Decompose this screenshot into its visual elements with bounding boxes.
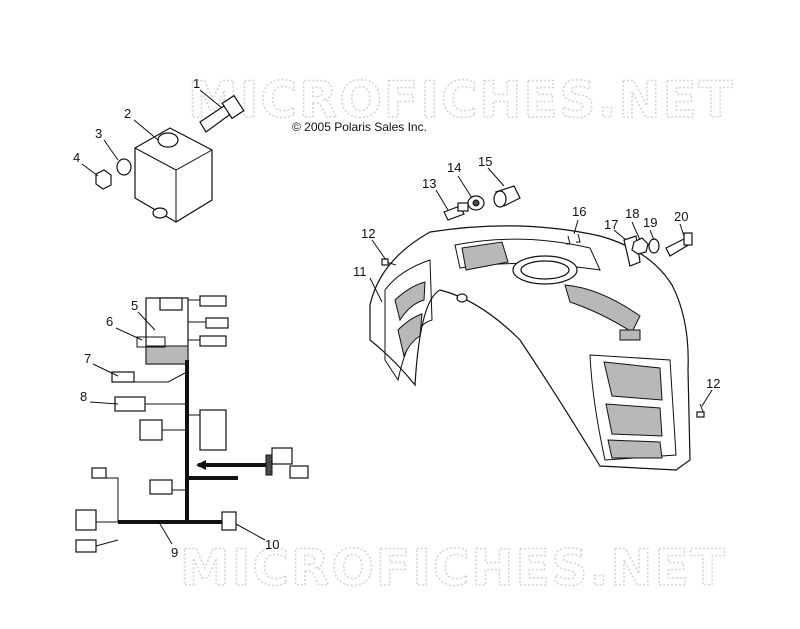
screw-part-right — [696, 403, 705, 418]
clip-part-16 — [566, 233, 581, 245]
callout-15: 15 — [478, 154, 492, 169]
callout-17: 17 — [604, 217, 618, 232]
callout-5: 5 — [131, 298, 138, 313]
nut-part — [95, 169, 112, 190]
leader-lines — [81, 89, 713, 545]
screw-part-20 — [665, 232, 693, 257]
callout-4: 4 — [73, 150, 80, 165]
nut-part-18 — [631, 237, 649, 255]
switch-part-13 — [443, 202, 469, 221]
callout-1: 1 — [193, 76, 200, 91]
callout-12-left: 12 — [361, 226, 375, 241]
callout-6: 6 — [106, 314, 113, 329]
dash-console-part — [369, 225, 691, 471]
copyright-text: © 2005 Polaris Sales Inc. — [292, 120, 427, 134]
callout-10: 10 — [265, 537, 279, 552]
callout-9: 9 — [171, 545, 178, 560]
bolt-part — [199, 94, 245, 133]
callout-labels: 1 2 3 4 5 6 7 8 9 10 11 12 12 13 14 15 1… — [73, 76, 720, 560]
watermark-bottom: MICROFICHES.NET — [180, 539, 727, 597]
wiring-harness-part — [75, 295, 309, 553]
callout-14: 14 — [447, 160, 461, 175]
nut-part-14 — [467, 195, 485, 211]
callout-8: 8 — [80, 389, 87, 404]
callout-2: 2 — [124, 106, 131, 121]
callout-16: 16 — [572, 204, 586, 219]
callout-11: 11 — [353, 264, 367, 279]
washer-part-19 — [648, 238, 660, 254]
cap-part-15 — [493, 185, 521, 208]
callout-19: 19 — [643, 215, 657, 230]
washer-part — [116, 158, 132, 176]
callout-7: 7 — [84, 351, 91, 366]
callout-18: 18 — [625, 206, 639, 221]
callout-3: 3 — [95, 126, 102, 141]
callout-20: 20 — [674, 209, 688, 224]
callout-13: 13 — [422, 176, 436, 191]
callout-12-right: 12 — [706, 376, 720, 391]
control-module-part — [134, 127, 213, 223]
watermark-top: MICROFICHES.NET — [188, 71, 735, 129]
